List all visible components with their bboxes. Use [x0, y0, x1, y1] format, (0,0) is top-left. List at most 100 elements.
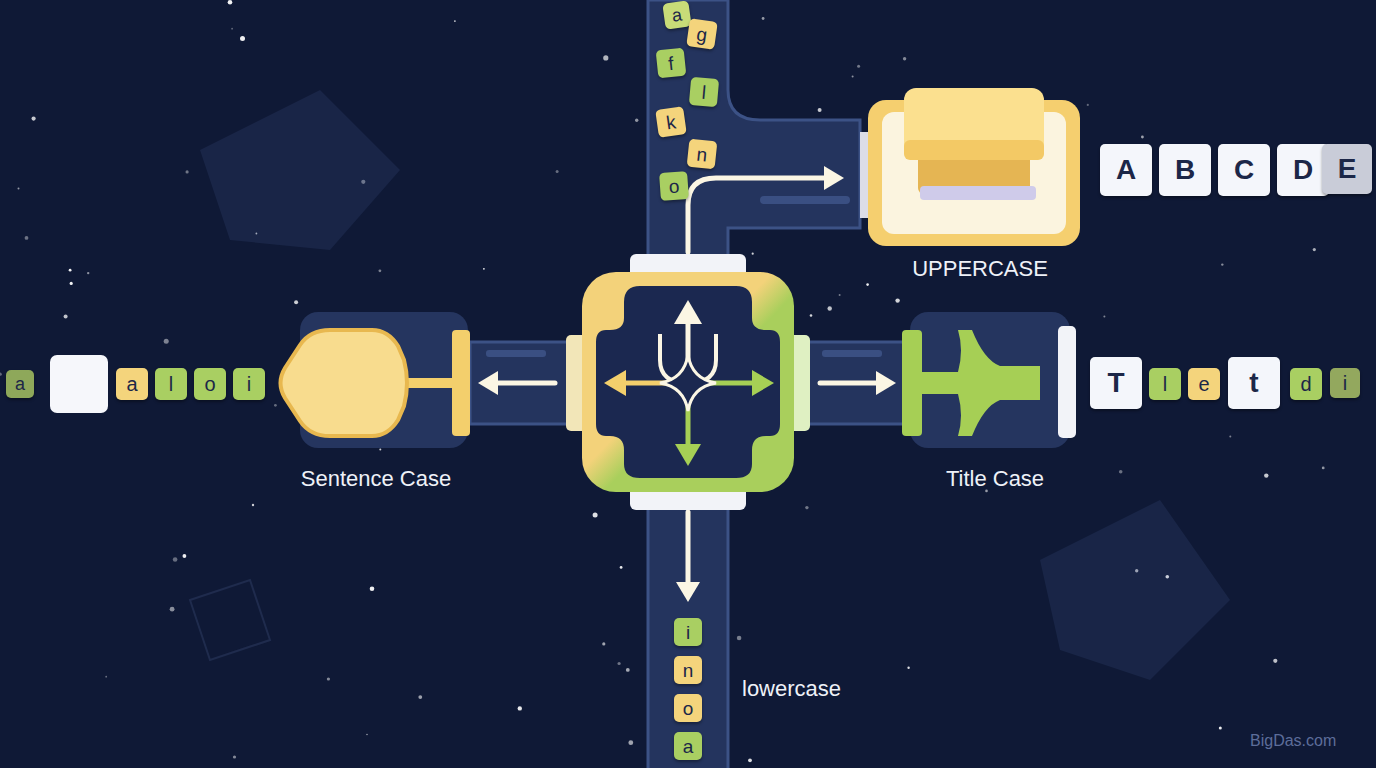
- star: [1273, 659, 1277, 663]
- letter-tile: i: [1330, 368, 1360, 398]
- letter-tile: B: [1159, 144, 1211, 196]
- blank-tile: [50, 355, 108, 413]
- star: [556, 170, 559, 173]
- star: [762, 17, 765, 20]
- tile-letter: E: [1338, 155, 1357, 183]
- tile-letter: k: [665, 112, 677, 132]
- star: [805, 506, 808, 509]
- letter-tile: l: [1149, 368, 1181, 400]
- letter-tile: g: [686, 18, 718, 50]
- star: [748, 758, 752, 762]
- star: [233, 755, 236, 758]
- tile-letter: o: [683, 699, 694, 718]
- hub-switch: [566, 254, 810, 510]
- tile-letter: d: [1300, 374, 1311, 394]
- star: [852, 75, 854, 77]
- tile-letter: a: [15, 375, 25, 393]
- tile-letter: D: [1293, 156, 1313, 184]
- star: [70, 282, 73, 285]
- star: [370, 587, 375, 592]
- letter-tile: i: [674, 618, 702, 646]
- star: [18, 187, 20, 189]
- star: [366, 734, 368, 736]
- tile-letter: o: [204, 374, 215, 394]
- star: [64, 315, 68, 319]
- star: [618, 662, 621, 665]
- star: [454, 20, 456, 22]
- star: [69, 269, 72, 272]
- watermark: BigDas.com: [1250, 732, 1336, 750]
- letter-tile: d: [1290, 368, 1322, 400]
- star: [418, 695, 422, 699]
- tile-letter: B: [1175, 156, 1195, 184]
- letter-tile: T: [1090, 357, 1142, 409]
- letter-tile: t: [1228, 357, 1280, 409]
- star: [183, 554, 187, 558]
- star: [603, 55, 608, 60]
- star: [1221, 263, 1223, 265]
- letter-tile: a: [662, 0, 691, 29]
- machine-node: UPPERCASE: [860, 80, 1100, 290]
- star: [1313, 248, 1316, 251]
- star: [1103, 316, 1105, 318]
- tile-letter: T: [1107, 369, 1124, 397]
- letter-tile: o: [194, 368, 226, 400]
- star: [907, 667, 909, 669]
- tile-letter: a: [126, 374, 137, 394]
- star: [620, 566, 623, 569]
- tile-letter: n: [683, 661, 694, 680]
- letter-tile: n: [687, 139, 718, 170]
- machine-node: Title Case: [895, 300, 1095, 500]
- star: [164, 339, 169, 344]
- letter-tile: o: [659, 171, 689, 201]
- star: [828, 306, 832, 310]
- letter-tile: a: [674, 732, 702, 760]
- star: [1322, 467, 1325, 470]
- star: [1219, 727, 1222, 730]
- star: [626, 668, 630, 672]
- letter-tile: a: [116, 368, 148, 400]
- star: [327, 677, 330, 680]
- tile-letter: A: [1116, 156, 1136, 184]
- star: [895, 298, 899, 302]
- star: [1264, 473, 1268, 477]
- star: [1087, 104, 1089, 106]
- letter-tile: e: [1188, 368, 1220, 400]
- machine-label: Title Case: [946, 466, 1044, 491]
- star: [31, 117, 35, 121]
- star: [483, 268, 485, 270]
- star: [379, 269, 382, 272]
- tile-letter: t: [1249, 369, 1258, 397]
- star: [1141, 136, 1144, 139]
- star: [1119, 470, 1123, 474]
- star: [593, 513, 598, 518]
- tile-letter: i: [247, 374, 251, 394]
- star: [379, 449, 381, 451]
- star: [173, 557, 178, 562]
- star: [635, 119, 638, 122]
- letter-tile: k: [655, 106, 687, 138]
- letter-tile: E: [1322, 144, 1372, 194]
- tile-letter: n: [696, 144, 709, 164]
- star: [810, 314, 813, 317]
- star: [628, 740, 633, 745]
- flow-arrows: [492, 178, 882, 588]
- tile-letter: a: [671, 5, 683, 24]
- tile-letter: i: [1343, 373, 1347, 393]
- star: [0, 373, 2, 376]
- tile-letter: l: [701, 82, 707, 101]
- star: [170, 607, 175, 612]
- star: [87, 272, 89, 274]
- star: [903, 57, 906, 60]
- letter-tile: l: [689, 77, 719, 107]
- star: [186, 170, 189, 173]
- star: [231, 28, 233, 30]
- machine-label: Sentence Case: [301, 466, 451, 491]
- letter-tile: a: [6, 370, 34, 398]
- star: [228, 0, 233, 5]
- star: [857, 65, 860, 68]
- machine-node: Sentence Case: [271, 300, 481, 500]
- letter-tile: A: [1100, 144, 1152, 196]
- letter-tile: f: [656, 48, 687, 79]
- star: [818, 108, 822, 112]
